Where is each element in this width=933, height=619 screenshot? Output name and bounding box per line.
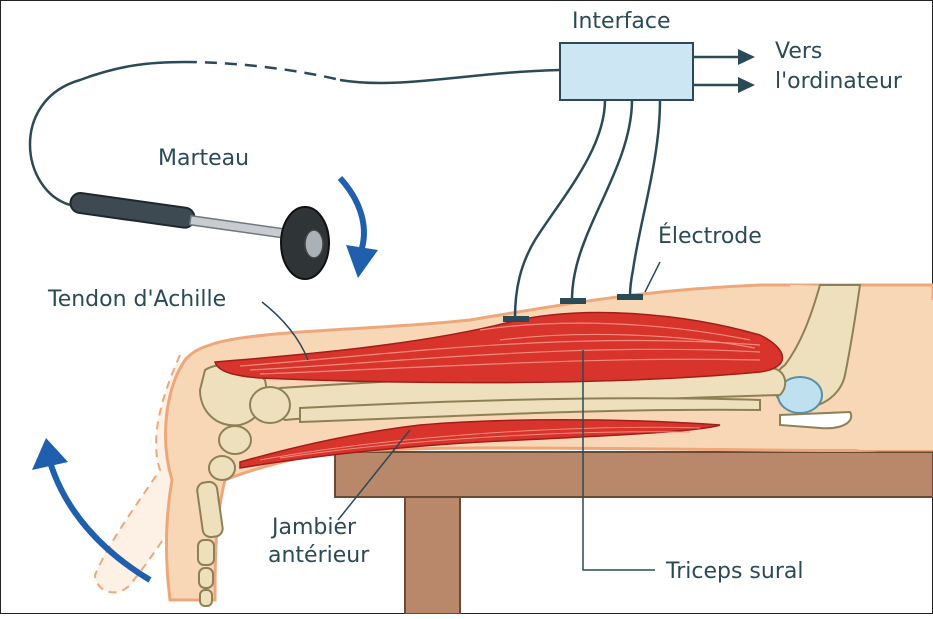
label-to-computer-2: l'ordinateur (775, 69, 903, 94)
label-electrode: Électrode (658, 223, 762, 249)
electrode-1 (503, 316, 529, 322)
electrode-3 (617, 294, 643, 300)
table (335, 452, 933, 614)
hammer-shaft (190, 216, 285, 238)
phalanx-1 (198, 540, 214, 565)
hammer-wire-to-interface (340, 70, 560, 83)
label-hammer: Marteau (158, 146, 249, 171)
electrode-leader (645, 262, 660, 292)
hammer-cap (305, 230, 323, 258)
electrode-wire-3 (630, 100, 660, 296)
interface-box (560, 43, 693, 100)
table-leg (405, 497, 460, 614)
hammer (69, 192, 329, 279)
tarsal-1 (219, 426, 251, 454)
label-achilles-tendon: Tendon d'Achille (47, 287, 226, 312)
patellar-tendon (780, 412, 851, 428)
talus (250, 387, 290, 423)
label-tibialis-2: antérieur (268, 543, 370, 568)
hammer-handle (69, 192, 196, 229)
label-tibialis-1: Jambier (270, 515, 357, 540)
phalanx-2 (199, 568, 213, 588)
label-triceps: Triceps sural (665, 559, 803, 584)
electrode-wire-1 (515, 100, 605, 318)
electrode-2 (560, 298, 586, 304)
phalanx-3 (200, 590, 212, 606)
hammer-wire (30, 62, 185, 205)
hammer-motion-arrow (340, 178, 378, 278)
hammer-wire-dashed (185, 62, 340, 80)
computer-arrows (693, 49, 755, 93)
tarsal-2 (209, 456, 235, 480)
table-top (335, 452, 933, 497)
electrode-wire-2 (572, 100, 632, 300)
label-interface: Interface (572, 9, 671, 34)
label-to-computer-1: Vers (775, 39, 822, 64)
